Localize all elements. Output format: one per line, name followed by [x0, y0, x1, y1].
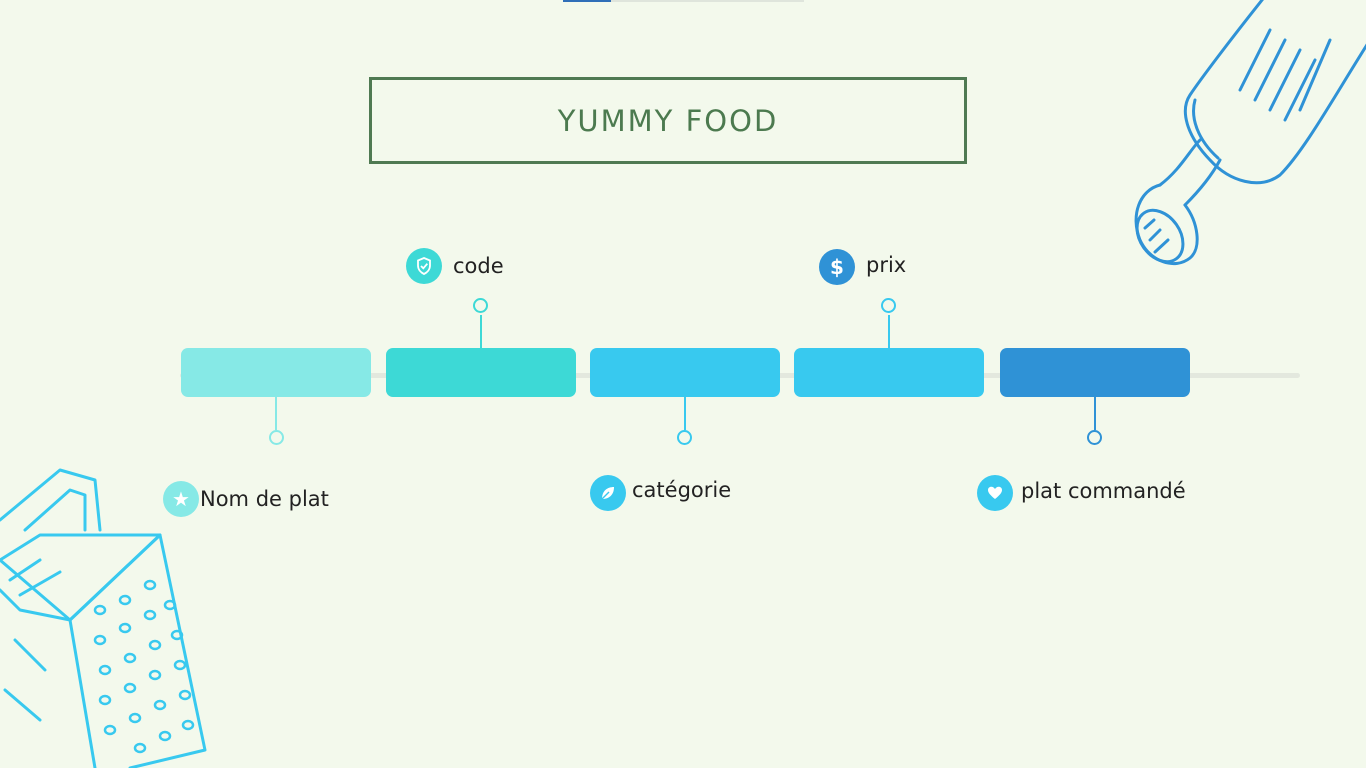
timeline-step-4[interactable]: [794, 348, 984, 397]
connector-dot-1: [269, 430, 284, 445]
connector-stem-3: [684, 397, 686, 430]
connector-dot-5: [1087, 430, 1102, 445]
leaf-icon: [590, 475, 626, 511]
star-icon: ★: [163, 481, 199, 517]
label-text: Nom de plat: [200, 487, 329, 511]
label-plat-commande: plat commandé: [977, 475, 1186, 511]
label-categorie: catégorie: [590, 475, 731, 511]
label-text: code: [453, 254, 504, 278]
connector-dot-2: [473, 298, 488, 313]
label-prix: $ prix: [819, 249, 906, 285]
timeline-step-2[interactable]: [386, 348, 576, 397]
connector-stem-5: [1094, 397, 1096, 430]
heart-icon: [977, 475, 1013, 511]
connector-dot-4: [881, 298, 896, 313]
page-title: YUMMY FOOD: [557, 103, 779, 138]
label-nom-de-plat: ★ Nom de plat: [163, 481, 329, 517]
rolling-pin-illustration: [1134, 0, 1366, 266]
connector-stem-4: [888, 315, 890, 348]
top-progress-fill: [563, 0, 611, 2]
label-text: prix: [866, 253, 907, 277]
title-box: YUMMY FOOD: [369, 77, 967, 164]
connector-dot-3: [677, 430, 692, 445]
label-code: code: [406, 248, 504, 284]
shield-check-icon: [406, 248, 442, 284]
label-text: catégorie: [632, 478, 732, 502]
connector-stem-2: [480, 315, 482, 348]
connector-stem-1: [275, 397, 277, 430]
timeline-step-3[interactable]: [590, 348, 780, 397]
label-text: plat commandé: [1021, 479, 1186, 503]
dollar-icon: $: [819, 249, 855, 285]
cheese-grater-illustration: [0, 468, 207, 768]
top-progress-bar: [563, 0, 804, 2]
timeline-step-5[interactable]: [1000, 348, 1190, 397]
timeline-step-1[interactable]: [181, 348, 371, 397]
